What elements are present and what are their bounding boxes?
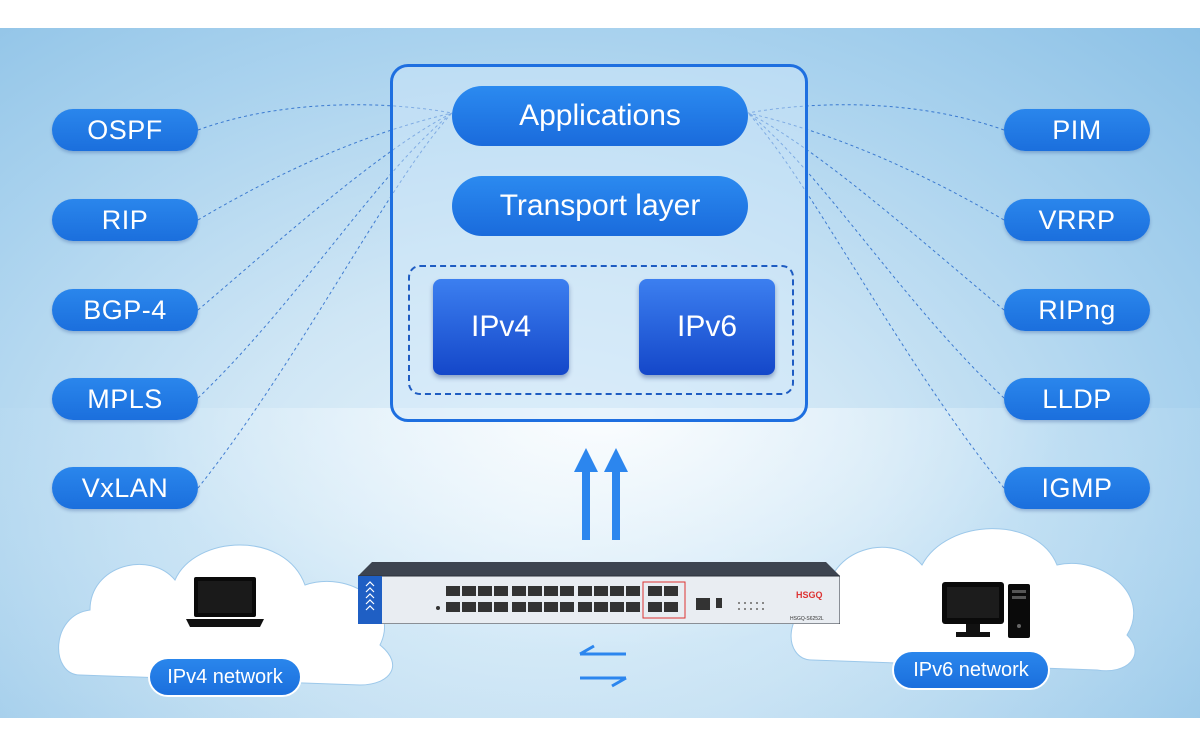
protocol-rip: RIP [52, 199, 198, 241]
protocol-ripng: RIPng [1004, 289, 1150, 331]
connector-pim [747, 104, 1005, 131]
switch-brand: HSGQ [796, 590, 823, 600]
protocol-vxlan: VxLAN [52, 467, 198, 509]
connector-igmp [747, 112, 1005, 489]
bidirectional-arrow-icon [579, 644, 627, 688]
protocol-lldp: LLDP [1004, 378, 1150, 420]
ip-layer-group [408, 265, 794, 395]
ipv6-block: IPv6 [639, 279, 775, 375]
protocol-ospf: OSPF [52, 109, 198, 151]
connector-rip [197, 112, 453, 221]
connector-ripng [747, 112, 1005, 311]
connector-ospf [197, 104, 453, 131]
connector-bgp [197, 112, 453, 311]
protocol-vrrp: VRRP [1004, 199, 1150, 241]
connector-vxlan [197, 112, 453, 489]
ipv4-block: IPv4 [433, 279, 569, 375]
protocol-bgp: BGP-4 [52, 289, 198, 331]
connector-vrrp [747, 112, 1005, 221]
network-switch: HSGQ HSGQ-S6252L [358, 562, 840, 624]
laptop-icon [186, 577, 264, 627]
switch-model: HSGQ-S6252L [790, 616, 824, 622]
up-arrow-icon [574, 448, 628, 540]
protocol-mpls: MPLS [52, 378, 198, 420]
connector-mpls [197, 112, 453, 399]
ipv4-network-label: IPv4 network [148, 657, 302, 697]
applications-layer: Applications [452, 86, 748, 146]
ipv6-network-label: IPv6 network [892, 650, 1050, 690]
protocol-pim: PIM [1004, 109, 1150, 151]
connector-lldp [747, 112, 1005, 399]
transport-layer: Transport layer [452, 176, 748, 236]
protocol-igmp: IGMP [1004, 467, 1150, 509]
desktop-computer-icon [942, 582, 1030, 638]
